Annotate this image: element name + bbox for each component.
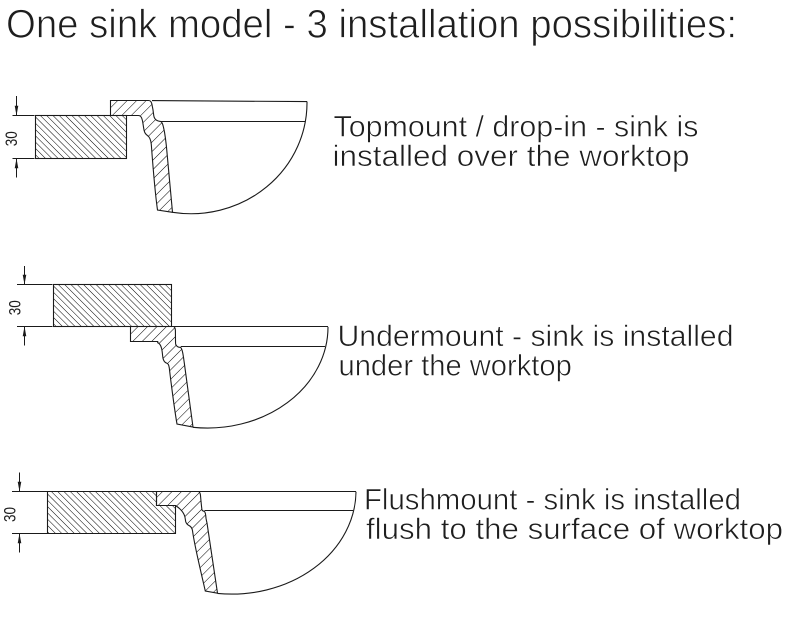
svg-text:30: 30	[1, 507, 20, 522]
svg-text:30: 30	[6, 300, 25, 315]
svg-text:under the worktop: under the worktop	[339, 350, 572, 383]
svg-text:installed over the worktop: installed over the worktop	[333, 140, 690, 173]
svg-text:30: 30	[2, 131, 21, 146]
svg-text:One sink model - 3 installatio: One sink model - 3 installation possibil…	[6, 3, 737, 47]
svg-text:Topmount / drop-in - sink is: Topmount / drop-in - sink is	[334, 110, 699, 143]
svg-text:flush to the surface of workto: flush to the surface of worktop	[366, 513, 783, 546]
svg-text:Flushmount - sink is installed: Flushmount - sink is installed	[364, 484, 741, 517]
svg-text:Undermount - sink is installed: Undermount - sink is installed	[338, 320, 734, 353]
